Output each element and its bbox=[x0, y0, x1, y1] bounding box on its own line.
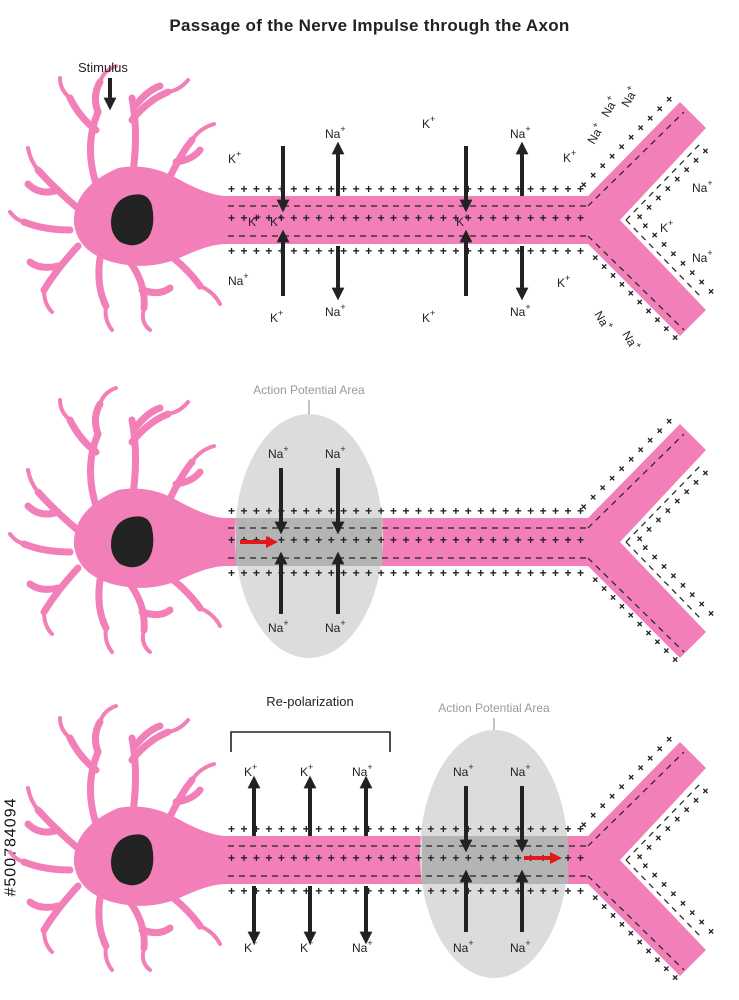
plus-row-outer-top: + + + + + + + + + + + + + + + + + + + + … bbox=[228, 182, 584, 196]
svg-text:+ + + + + + + + + + + + + + +: + + + + + + + + + + + + + + + + + + + + … bbox=[228, 504, 584, 518]
ion-label: Na+ bbox=[510, 124, 531, 141]
ion-label: Na+ bbox=[510, 938, 531, 955]
plus-row-outer-bottom: + + + + + + + + + + + + + + + + + + + + … bbox=[228, 244, 584, 258]
ion-label: K+ bbox=[422, 308, 435, 325]
svg-text:+ + + + + + + + + + + + + + +: + + + + + + + + + + + + + + + + + + + + … bbox=[228, 566, 584, 580]
svg-text:+ + + + + + + + + + + + + + +: + + + + + + + + + + + + + + + + + + + + … bbox=[228, 851, 584, 865]
ion-label: Na+ bbox=[692, 178, 713, 195]
panel-action-potential: Action Potential Area + + + + + + + + + … bbox=[10, 383, 718, 667]
plus-charges: + + + + + + + + + + + + + + + + + + + + … bbox=[228, 92, 718, 345]
ion-label: K+ bbox=[557, 273, 570, 290]
ion-label: Na+ bbox=[619, 327, 644, 353]
ion-label: K+ bbox=[563, 148, 576, 165]
ion-label: K+ bbox=[248, 212, 261, 229]
repolarization-label: Re-polarization bbox=[266, 694, 353, 709]
ion-label: Na+ bbox=[510, 302, 531, 319]
plus-row-inner-top: + + + + + + + + + + + + + + + + + + + + … bbox=[228, 211, 584, 225]
repolarization-bracket bbox=[230, 731, 391, 752]
ion-label: Na+ bbox=[325, 444, 346, 461]
ion-label: Na+ bbox=[591, 307, 616, 333]
ion-label: Na+ bbox=[582, 120, 607, 146]
ion-label: K+ bbox=[270, 212, 283, 229]
ion-label: Na+ bbox=[268, 444, 289, 461]
ion-label: K+ bbox=[300, 762, 313, 779]
svg-text:+ + + + + + + + + + + + + + +: + + + + + + + + + + + + + + + + + + + + … bbox=[228, 533, 584, 547]
neuron-soma bbox=[10, 66, 226, 330]
stimulus-label: Stimulus bbox=[78, 60, 128, 75]
ion-label: Na+ bbox=[325, 124, 346, 141]
action-potential-label: Action Potential Area bbox=[253, 383, 365, 397]
ion-label: Na+ bbox=[453, 762, 474, 779]
svg-text:+ + + + + + + + + + + + + + +: + + + + + + + + + + + + + + + + + + + + … bbox=[228, 884, 584, 898]
ion-label: K+ bbox=[300, 938, 313, 955]
svg-text:+ + + + + + + + + + + + + + +: + + + + + + + + + + + + + + + + + + + + … bbox=[228, 822, 584, 836]
ion-label: K+ bbox=[660, 218, 673, 235]
ion-label: Na+ bbox=[352, 762, 373, 779]
ion-label: Na+ bbox=[692, 248, 713, 265]
ion-label: K+ bbox=[270, 308, 283, 325]
ion-label: K+ bbox=[228, 149, 241, 166]
ion-label: Na+ bbox=[228, 271, 249, 288]
neuron-soma bbox=[10, 388, 226, 652]
ion-label: Na+ bbox=[325, 618, 346, 635]
ion-label: K+ bbox=[456, 212, 469, 229]
ion-label: Na+ bbox=[453, 938, 474, 955]
ion-label: Na+ bbox=[268, 618, 289, 635]
ion-label: Na+ bbox=[510, 762, 531, 779]
ion-label: Na+ bbox=[352, 938, 373, 955]
ion-label: Na+ bbox=[616, 83, 641, 109]
ion-label: Na+ bbox=[596, 93, 621, 119]
page-title: Passage of the Nerve Impulse through the… bbox=[169, 16, 570, 35]
panel-resting-neuron: + + + + + + + + + + + + + + + + + + + + … bbox=[10, 60, 718, 353]
ion-label: K+ bbox=[244, 938, 257, 955]
panel-repolarization: Re-polarization Action Potential Area + … bbox=[10, 694, 718, 985]
ion-label: Na+ bbox=[325, 302, 346, 319]
ion-label: K+ bbox=[244, 762, 257, 779]
ion-label: K+ bbox=[422, 114, 435, 131]
action-potential-label: Action Potential Area bbox=[438, 701, 550, 715]
neuron-soma bbox=[10, 706, 226, 970]
